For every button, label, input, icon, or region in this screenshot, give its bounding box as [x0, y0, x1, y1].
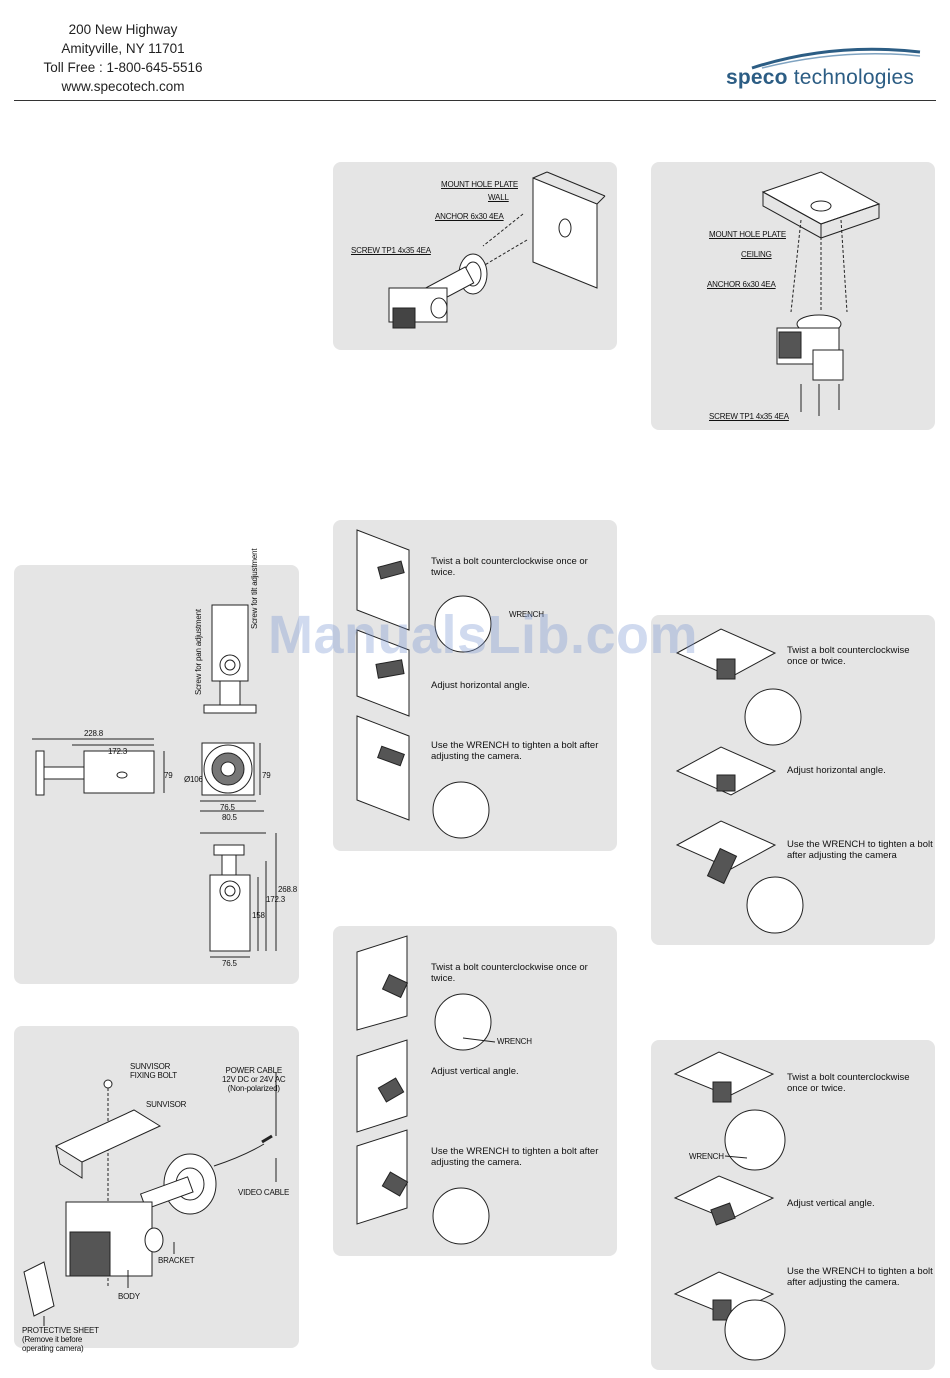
wall-pan-panel: Twist a bolt counterclockwise once or tw…	[333, 520, 617, 851]
ceiling-tilt-panel: Twist a bolt counterclockwise once or tw…	[651, 1040, 935, 1370]
label-sunvisor-bolt: SUNVISOR FIXING BOLT	[130, 1062, 177, 1080]
dimensions-illustration	[32, 604, 277, 958]
label-sunvisor: SUNVISOR	[146, 1100, 187, 1109]
label-protective-line2: (Remove it before	[22, 1335, 83, 1344]
ceiling-pan-step3: Use the WRENCH to tighten a bolt after a…	[787, 839, 933, 861]
label-power-line2: 12V DC or 24V AC	[222, 1075, 286, 1084]
wall-pan-step1: Twist a bolt counterclockwise once or tw…	[431, 556, 588, 578]
label-protective-line1: PROTECTIVE SHEET	[22, 1326, 99, 1335]
ceiling-tilt-step2: Adjust vertical angle.	[787, 1198, 875, 1209]
address-line-phone: Toll Free : 1-800-645-5516	[43, 60, 203, 75]
label-protective-sheet: PROTECTIVE SHEET (Remove it before opera…	[22, 1326, 99, 1353]
label-sunvisor-bolt-line1: SUNVISOR	[130, 1062, 171, 1071]
label-screw: SCREW TP1 4x35 4EA	[351, 246, 431, 255]
ceiling-pan-step2: Adjust horizontal angle.	[787, 765, 886, 776]
dim-268: 268.8	[278, 885, 298, 894]
label-screw-tilt: Screw for tilt adjustment	[250, 548, 259, 629]
label-power-line3: (Non-polarized)	[227, 1084, 280, 1093]
label-body: BODY	[118, 1292, 140, 1301]
wall-tilt-step2: Adjust vertical angle.	[431, 1066, 519, 1077]
label-mount-hole-plate: MOUNT HOLE PLATE	[441, 180, 518, 189]
ceiling-tilt-illustration	[673, 1051, 786, 1361]
ceiling-pan-illustration	[675, 628, 804, 934]
dim-172-a: 172.3	[108, 747, 128, 756]
ceiling-pan-panel: Twist a bolt counterclockwise once or tw…	[651, 615, 935, 945]
address-line-city: Amityville, NY 11701	[61, 41, 185, 56]
company-address: 200 New Highway Amityville, NY 11701 Tol…	[28, 20, 218, 96]
dim-228: 228.8	[84, 729, 104, 738]
wall-tilt-illustration	[356, 935, 496, 1245]
dim-80: 80.5	[222, 813, 237, 822]
ceiling-tilt-step1: Twist a bolt counterclockwise once or tw…	[787, 1072, 910, 1094]
logo-swoosh-icon	[751, 47, 921, 70]
wall-pan-illustration	[356, 529, 492, 839]
label-bracket: BRACKET	[158, 1256, 195, 1265]
logo-bold: speco	[726, 66, 788, 89]
dim-79-a: 79	[164, 771, 173, 780]
wall-tilt-step3: Use the WRENCH to tighten a bolt after a…	[431, 1146, 599, 1168]
dim-79-b: 79	[262, 771, 271, 780]
label-sunvisor-bolt-line2: FIXING BOLT	[130, 1071, 177, 1080]
dim-158: 158	[252, 911, 265, 920]
components-illustration	[23, 1072, 277, 1326]
label-wall: WALL	[488, 193, 509, 202]
speco-logo: speco technologies	[722, 46, 922, 96]
label-ceiling-anchor: ANCHOR 6x30 4EA	[707, 280, 776, 289]
wall-mount-illustration	[388, 171, 606, 329]
dim-76-a: 76.5	[220, 803, 235, 812]
dim-106: Ø106	[184, 775, 203, 784]
ceiling-pan-step1: Twist a bolt counterclockwise once or tw…	[787, 645, 910, 667]
wall-pan-step3: Use the WRENCH to tighten a bolt after a…	[431, 740, 599, 762]
header-divider	[14, 100, 936, 101]
logo-light: technologies	[787, 66, 915, 89]
ceiling-tilt-step3: Use the WRENCH to tighten a bolt after a…	[787, 1266, 933, 1288]
label-ceiling-screw: SCREW TP1 4x35 4EA	[709, 412, 789, 421]
label-anchor: ANCHOR 6x30 4EA	[435, 212, 504, 221]
address-line-street: 200 New Highway	[68, 22, 178, 37]
dim-76-b: 76.5	[222, 959, 237, 968]
label-power-line1: POWER CABLE	[225, 1066, 283, 1075]
wall-mount-panel: MOUNT HOLE PLATE WALL ANCHOR 6x30 4EA SC…	[333, 162, 617, 350]
label-video-cable: VIDEO CABLE	[238, 1188, 290, 1197]
wall-tilt-panel: Twist a bolt counterclockwise once or tw…	[333, 926, 617, 1256]
ceiling-tilt-wrench-label: WRENCH	[689, 1152, 724, 1161]
label-protective-line3: operating camera)	[22, 1344, 84, 1353]
label-power-cable: POWER CABLE 12V DC or 24V AC (Non-polari…	[222, 1066, 286, 1093]
components-panel: SUNVISOR FIXING BOLT SUNVISOR POWER CABL…	[14, 1026, 299, 1353]
ceiling-mount-illustration	[761, 171, 881, 416]
label-ceiling: CEILING	[741, 250, 772, 259]
wall-pan-step2: Adjust horizontal angle.	[431, 680, 530, 691]
dim-172-b: 172.3	[266, 895, 286, 904]
logo-text: speco technologies	[726, 66, 914, 90]
wall-pan-wrench-label: WRENCH	[509, 610, 544, 619]
label-screw-pan: Screw for pan adjustment	[194, 609, 203, 695]
wall-tilt-step1: Twist a bolt counterclockwise once or tw…	[431, 962, 588, 984]
ceiling-mount-panel: MOUNT HOLE PLATE CEILING ANCHOR 6x30 4EA…	[651, 162, 935, 430]
wall-tilt-wrench-label: WRENCH	[497, 1037, 532, 1046]
label-ceiling-mount-hole-plate: MOUNT HOLE PLATE	[709, 230, 786, 239]
address-line-website: www.specotech.com	[61, 79, 185, 94]
dimensions-panel: Screw for tilt adjustment Screw for pan …	[14, 549, 299, 984]
watermark: ManualsLib.com	[268, 605, 699, 665]
